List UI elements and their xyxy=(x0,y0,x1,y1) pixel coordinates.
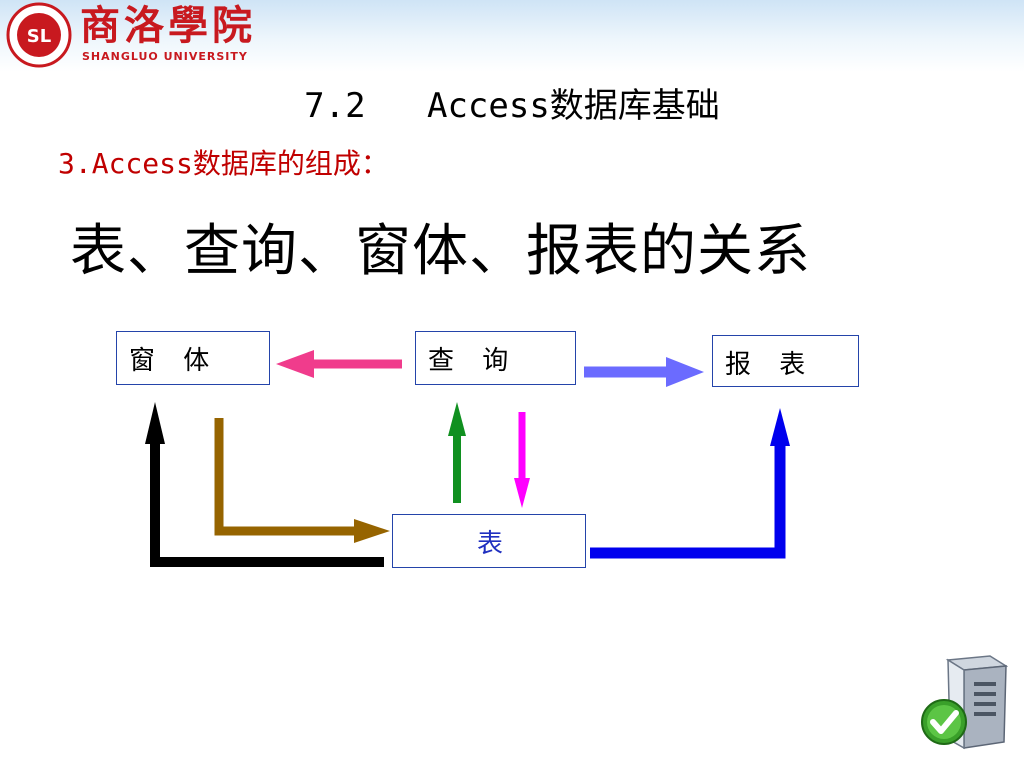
slide-title: 7.2 Access数据库基础 xyxy=(304,86,720,126)
arrow-query-to-table xyxy=(514,412,530,508)
box-form-label: 窗 体 xyxy=(129,346,220,376)
arrow-table-to-report xyxy=(590,408,790,559)
box-table: 表 xyxy=(392,514,586,568)
slide-subtitle: 3.Access数据库的组成： xyxy=(58,147,389,180)
header-banner xyxy=(0,0,1024,72)
arrow-query-to-report xyxy=(584,357,704,387)
university-english-name: SHANGLUO UNIVERSITY xyxy=(82,50,248,63)
arrow-form-to-table xyxy=(214,418,390,543)
box-report: 报 表 xyxy=(712,335,859,387)
box-query-label: 查 询 xyxy=(428,346,519,376)
box-table-label: 表 xyxy=(476,529,503,559)
university-seal-icon: SL xyxy=(6,2,72,68)
box-form: 窗 体 xyxy=(116,331,270,385)
box-query: 查 询 xyxy=(415,331,576,385)
arrow-query-to-form xyxy=(276,350,402,378)
server-checkmark-icon[interactable] xyxy=(918,652,1008,752)
box-report-label: 报 表 xyxy=(725,350,816,380)
seal-monogram: SL xyxy=(27,26,51,47)
arrow-table-to-form xyxy=(145,402,384,567)
arrow-table-to-query xyxy=(448,402,466,503)
university-name: 商洛學院 xyxy=(80,2,256,49)
slide-heading: 表、查询、窗体、报表的关系 xyxy=(70,219,811,284)
